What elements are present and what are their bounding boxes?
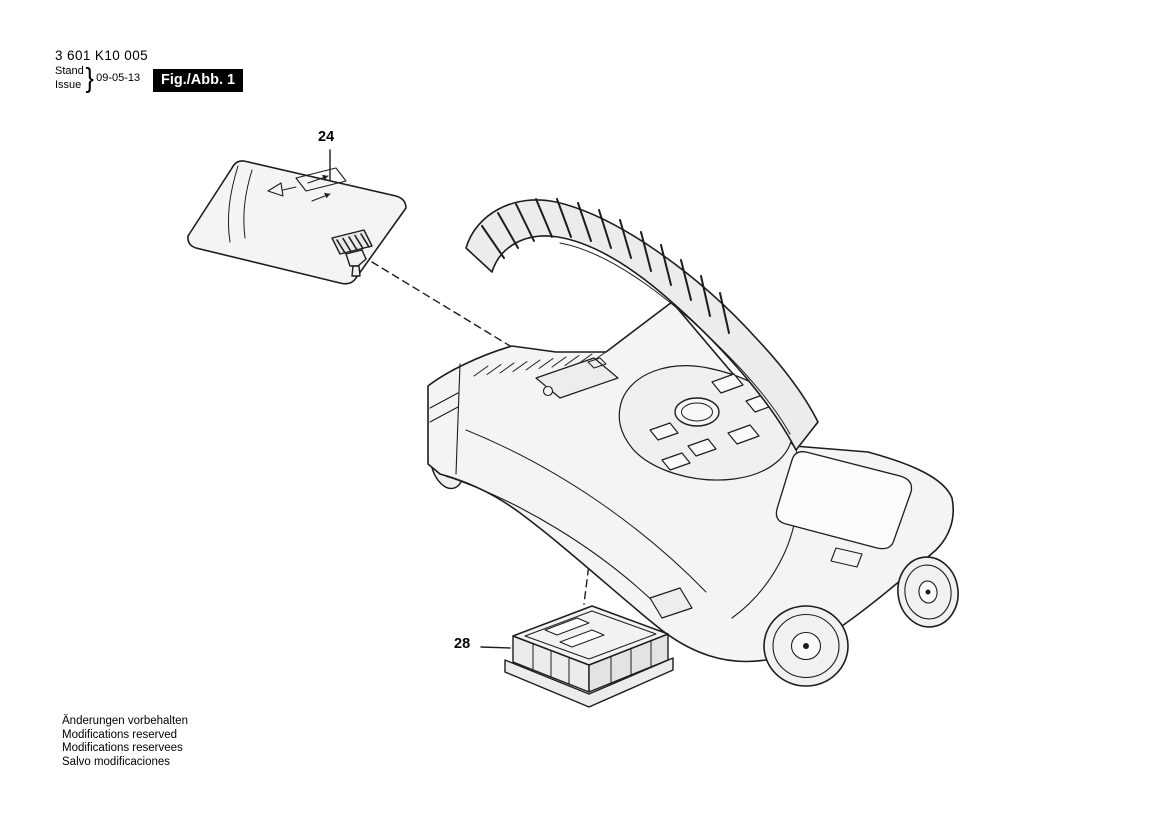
tray-base bbox=[504, 657, 674, 708]
control-panel bbox=[618, 365, 793, 481]
screw-icon bbox=[542, 385, 554, 397]
tray-inner-rim bbox=[524, 610, 657, 660]
issue-block: Stand Issue }09-05-13 bbox=[55, 64, 140, 98]
cover-latch bbox=[331, 229, 373, 277]
callout-28-tick bbox=[480, 646, 511, 649]
cover-fold-line bbox=[227, 165, 239, 243]
footer-line-en: Modifications reserved bbox=[62, 728, 178, 741]
keypad-button bbox=[661, 452, 691, 471]
handle-band bbox=[465, 199, 819, 451]
handle-inner-seam bbox=[559, 242, 791, 435]
stand-label: Stand bbox=[55, 65, 84, 77]
carry-handle bbox=[465, 198, 819, 451]
issue-date: 09-05-13 bbox=[96, 72, 141, 84]
footer-line-es: Salvo modificaciones bbox=[62, 755, 171, 768]
keypad-button bbox=[711, 373, 744, 394]
issue-label: Issue bbox=[55, 79, 82, 91]
deck-vents bbox=[473, 352, 606, 377]
footer-notes: Änderungen vorbehalten Modifications res… bbox=[62, 715, 188, 769]
device-drawing bbox=[427, 198, 959, 687]
callout-24: 24 bbox=[318, 129, 335, 145]
keypad-button bbox=[649, 422, 679, 441]
footer-line-fr: Modifications reservees bbox=[62, 742, 183, 754]
leader-line-28 bbox=[583, 555, 591, 605]
dial-button bbox=[674, 397, 720, 427]
tray-wall-slots bbox=[532, 640, 652, 685]
tray-slots bbox=[544, 617, 605, 648]
callout-28: 28 bbox=[454, 636, 471, 652]
dial-button-inner bbox=[681, 402, 713, 422]
figure-badge: Fig./Abb. 1 bbox=[153, 69, 244, 92]
rear-wheel-icon bbox=[897, 556, 959, 628]
leader-line-24 bbox=[371, 261, 567, 381]
battery-cover-drawing bbox=[187, 160, 407, 285]
support-foot bbox=[649, 587, 693, 619]
keypad-button bbox=[727, 424, 760, 445]
battery-compartment bbox=[535, 357, 619, 399]
unlock-instruction-icon bbox=[267, 167, 347, 202]
sensor-panel bbox=[775, 451, 913, 568]
keypad-button bbox=[687, 438, 717, 457]
center-wheel-icon bbox=[763, 605, 849, 687]
brace-glyph: } bbox=[85, 62, 94, 93]
insert-tray-drawing bbox=[504, 605, 674, 708]
footer-line-de: Änderungen vorbehalten bbox=[62, 715, 188, 727]
issue-labels: Stand Issue bbox=[55, 64, 84, 92]
handle-grip-ridges bbox=[481, 198, 730, 334]
part-number: 3 601 K10 005 bbox=[55, 48, 149, 63]
cover-fold-line-2 bbox=[243, 169, 253, 239]
